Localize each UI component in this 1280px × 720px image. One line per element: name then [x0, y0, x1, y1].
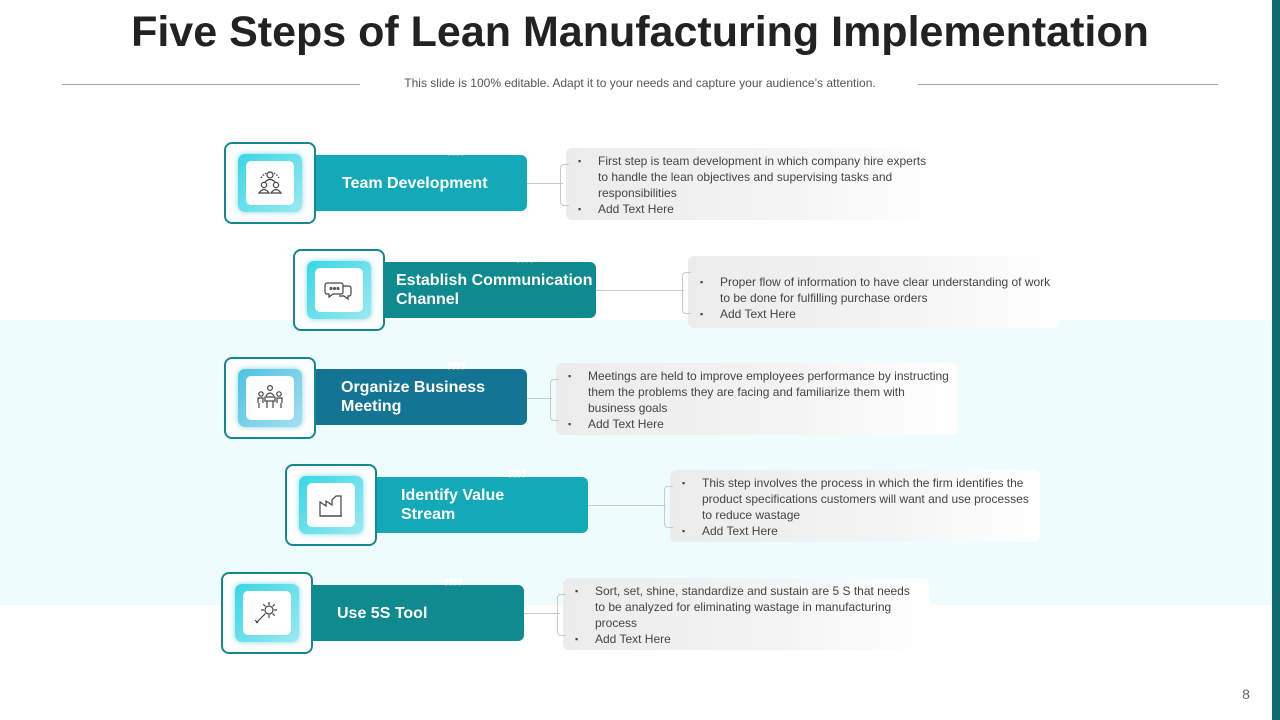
subtitle-row: This slide is 100% editable. Adapt it to… — [62, 76, 1218, 94]
description-bullet: Meetings are held to improve employees p… — [568, 368, 950, 416]
slide-title: Five Steps of Lean Manufacturing Impleme… — [131, 8, 1149, 56]
quote-mark-icon: ❞❞ — [446, 358, 467, 383]
description-bullet: First step is team development in which … — [578, 153, 930, 201]
step-description: Sort, set, shine, standardize and sustai… — [557, 578, 929, 650]
factory-icon — [307, 483, 355, 527]
description-bullet: Add Text Here — [700, 306, 1052, 322]
description-bullet: Add Text Here — [568, 416, 950, 432]
step-label-box[interactable]: Organize Business Meeting — [316, 369, 527, 425]
quote-mark-icon: ❞❞ — [515, 251, 536, 276]
step-label: Establish Communication — [396, 272, 593, 289]
subtitle-divider-left — [62, 84, 360, 85]
step-icon-frame — [293, 249, 385, 331]
quote-mark-icon: ❞❞ — [507, 466, 528, 491]
step-label: Organize Business — [341, 379, 486, 396]
step-label: Stream — [401, 506, 456, 523]
step-label: Use 5S Tool — [337, 604, 428, 622]
step-icon-frame — [221, 572, 313, 654]
description-bullet: Add Text Here — [682, 523, 1032, 539]
step-description: First step is team development in which … — [560, 148, 938, 220]
page-number: 8 — [1242, 686, 1250, 702]
step-label-box[interactable]: Identify Value Stream — [377, 477, 588, 533]
step-description: This step involves the process in which … — [664, 470, 1040, 542]
step-icon-frame — [285, 464, 377, 546]
quote-mark-icon: ❞❞ — [443, 574, 464, 599]
gear-wrench-icon — [243, 591, 291, 635]
step-label: Channel — [396, 291, 460, 308]
right-edge-bar — [1272, 0, 1280, 720]
chat-bubbles-icon — [315, 268, 363, 312]
step-label-box[interactable]: Team Development — [316, 155, 527, 211]
description-bullet: Add Text Here — [575, 631, 921, 647]
meeting-table-icon — [246, 376, 294, 420]
description-bullet: Sort, set, shine, standardize and sustai… — [575, 583, 921, 631]
description-bullet: Add Text Here — [578, 201, 930, 217]
step-description: Proper flow of information to have clear… — [682, 256, 1060, 328]
step-label-box[interactable]: Use 5S Tool — [313, 585, 524, 641]
quote-mark-icon: ❞❞ — [446, 144, 467, 169]
subtitle-divider-right — [918, 84, 1218, 85]
description-bullet: This step involves the process in which … — [682, 475, 1032, 523]
slide-subtitle: This slide is 100% editable. Adapt it to… — [392, 76, 888, 90]
team-people-icon — [246, 161, 294, 205]
step-label: Meeting — [341, 398, 402, 415]
description-bullet: Proper flow of information to have clear… — [700, 274, 1052, 306]
step-icon-frame — [224, 357, 316, 439]
step-label: Identify Value — [401, 487, 505, 504]
step-description: Meetings are held to improve employees p… — [550, 363, 958, 435]
step-icon-frame — [224, 142, 316, 224]
step-label-box[interactable]: Establish Communication Channel — [385, 262, 596, 318]
step-label: Team Development — [342, 174, 488, 192]
